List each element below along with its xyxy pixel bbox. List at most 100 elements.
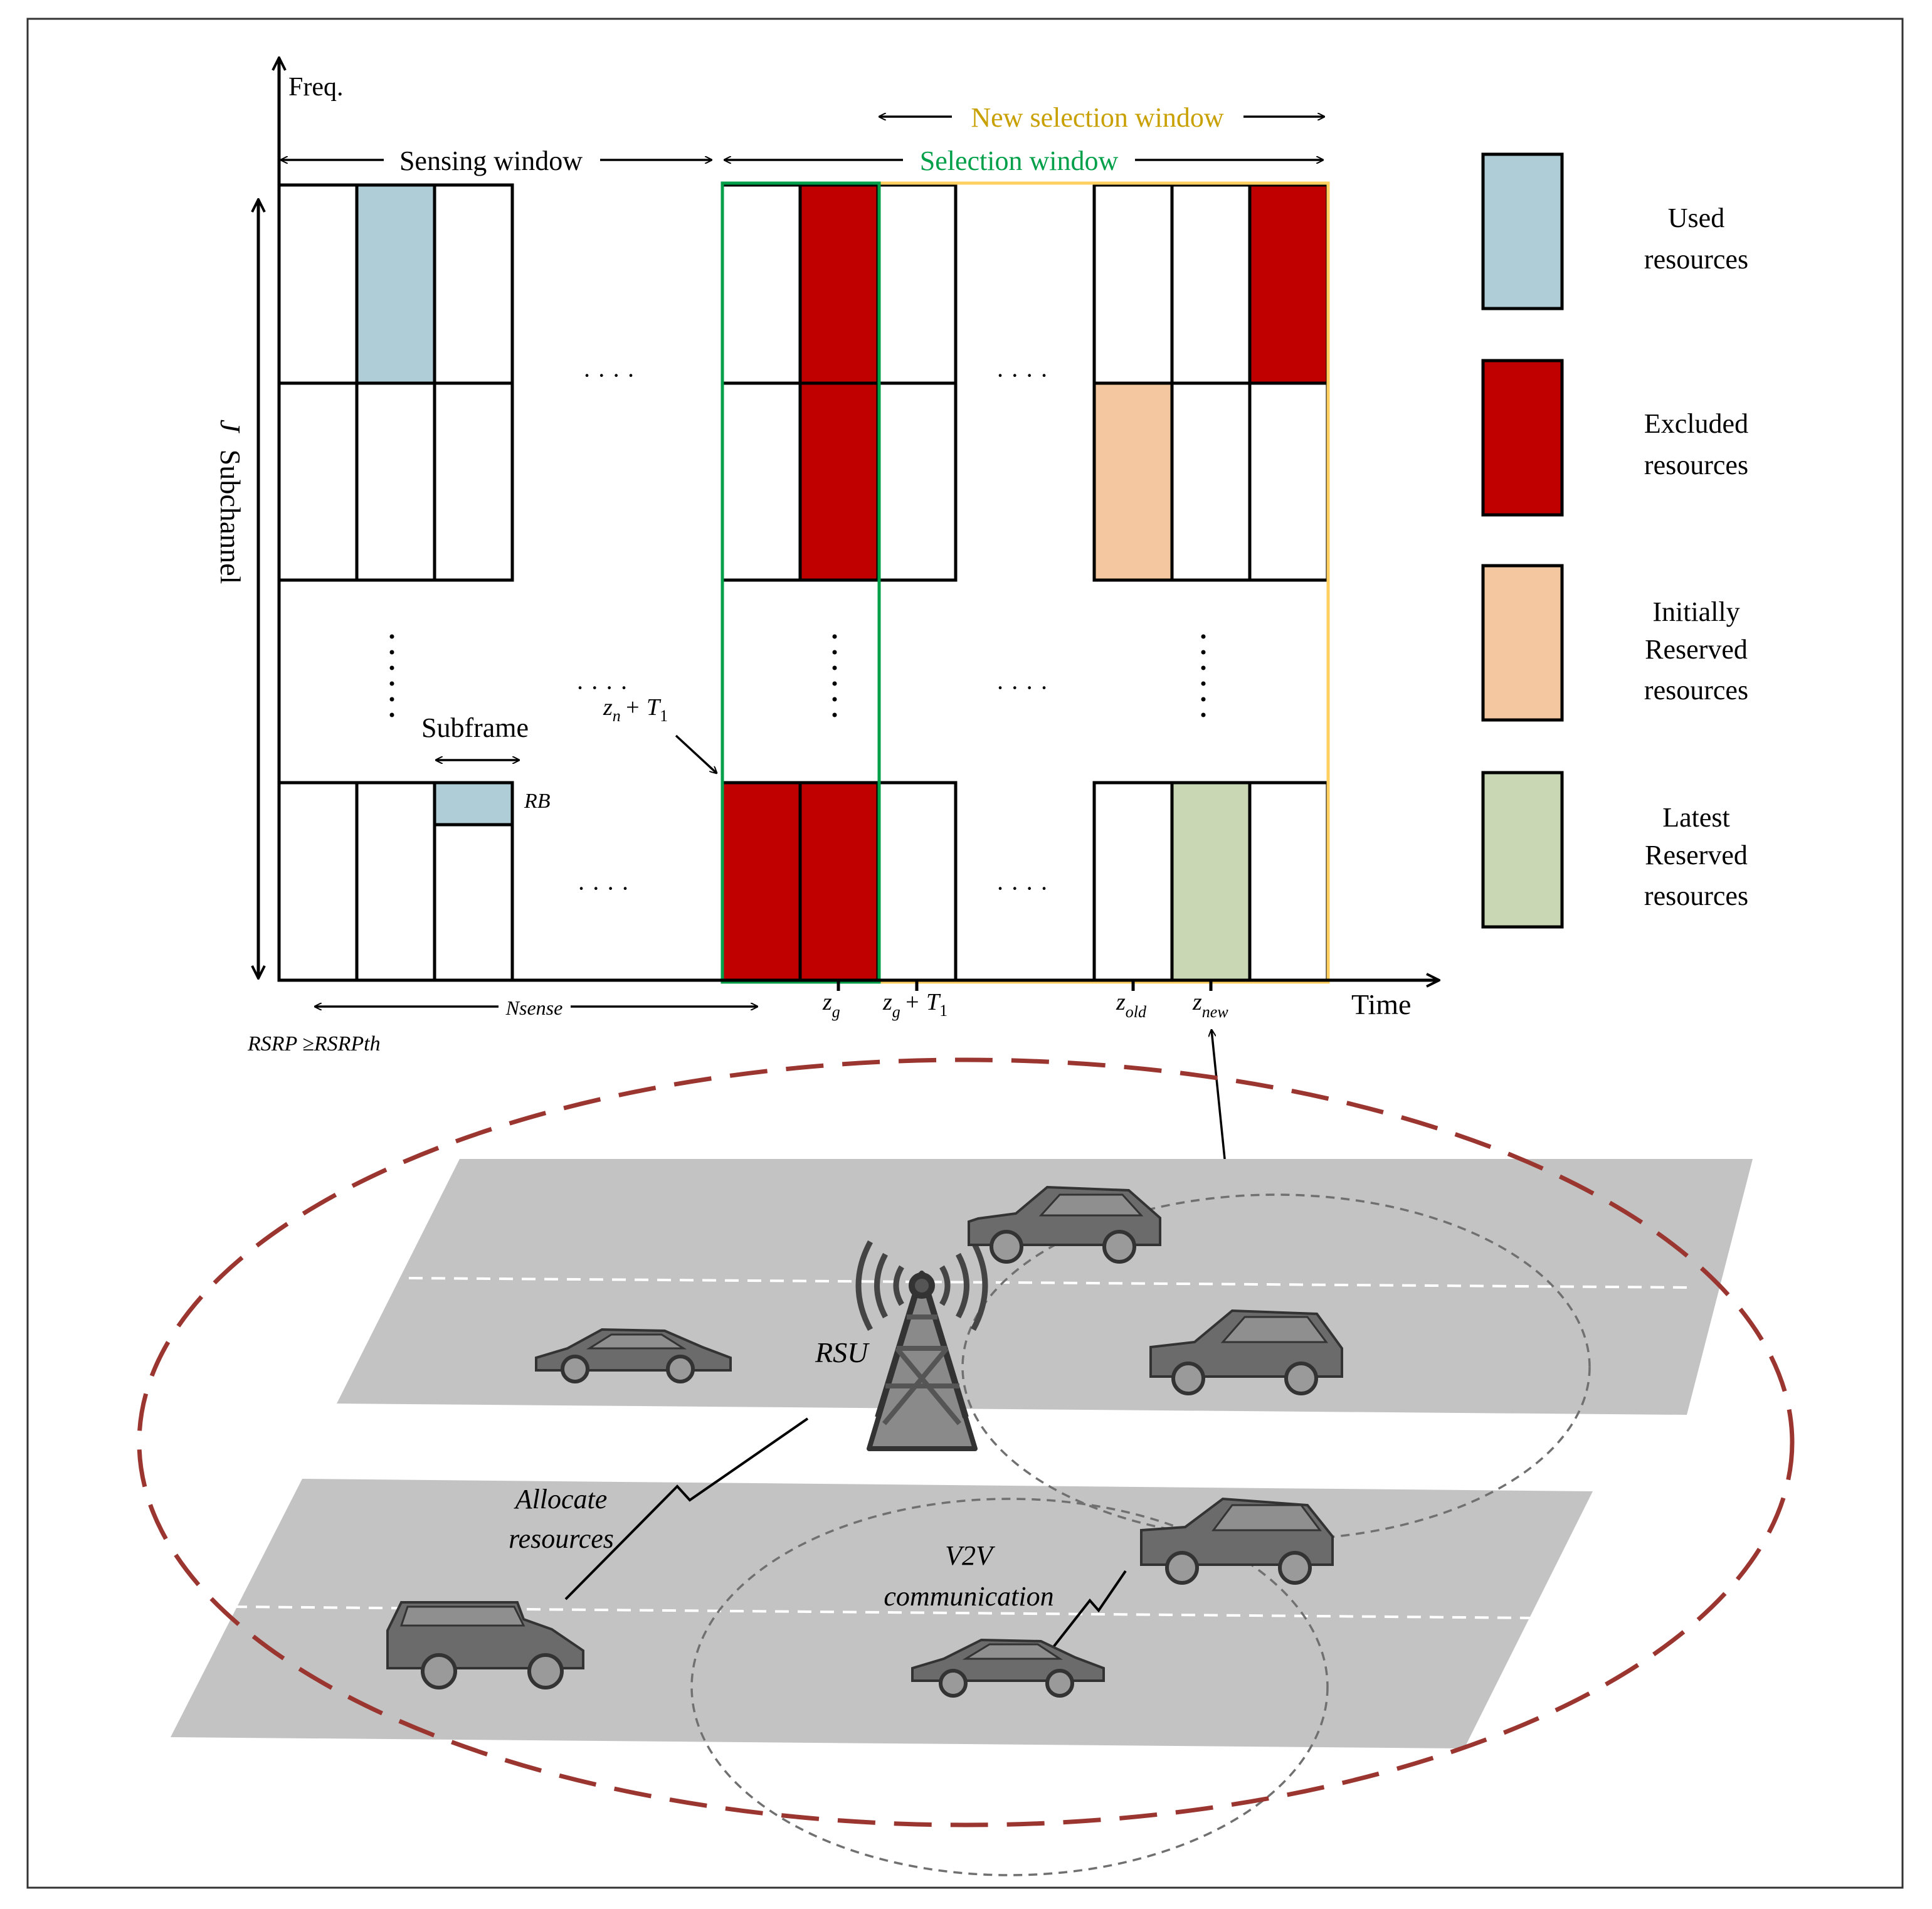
legend-swatch-used xyxy=(1481,152,1564,310)
allocate-label-line1: Allocate xyxy=(514,1484,608,1515)
label-backing xyxy=(384,143,600,177)
selection-window-label: Selection window xyxy=(920,145,1119,176)
legend-initially-line1: Initially xyxy=(1652,596,1739,627)
road-scene: RSU Allocate resources V2V communication xyxy=(137,1057,1795,1876)
zg-symbol-2: z xyxy=(882,989,892,1015)
znew-label: znew xyxy=(1192,989,1228,1021)
van-upper-back xyxy=(968,1185,1161,1264)
zn-subscript: n xyxy=(613,707,621,725)
excluded-resource-cell xyxy=(798,781,880,982)
zg-t-subscript: 1 xyxy=(939,1002,948,1020)
grid-cell xyxy=(433,381,514,582)
resource-grid xyxy=(277,183,1329,982)
grid-cell xyxy=(1170,183,1252,385)
grid-cell xyxy=(433,183,514,385)
subchannel-symbol: J xyxy=(214,420,246,434)
used-resource-cell xyxy=(355,183,436,385)
grid-cell xyxy=(721,183,802,385)
znew-symbol: z xyxy=(1192,989,1202,1015)
zn-pointer-arrow xyxy=(675,734,717,773)
excluded-resource-cell xyxy=(798,381,880,582)
svg-text:J Subchannel: J Subchannel xyxy=(214,420,246,584)
ellipsis-dots: · · · · xyxy=(996,361,1048,389)
rb-used-cell xyxy=(433,781,514,827)
excluded-resource-cell xyxy=(1248,183,1329,385)
grid-cell xyxy=(1170,381,1252,582)
subchannel-label: Subchannel xyxy=(214,450,246,584)
grid-cell xyxy=(277,183,359,385)
zg-symbol: z xyxy=(822,989,832,1015)
grid-cell xyxy=(1092,183,1174,385)
suv-lower-left xyxy=(386,1601,584,1690)
selection-window-box xyxy=(721,181,881,984)
allocate-label-line2: resources xyxy=(509,1523,614,1554)
rsu-label: RSU xyxy=(815,1336,870,1368)
legend-used-line2: resources xyxy=(1644,244,1748,275)
grid-cell xyxy=(721,381,802,582)
grid-cell xyxy=(355,381,436,582)
zg-t1-label: zg+ T1 xyxy=(882,989,948,1021)
sedan-upper-left xyxy=(535,1328,732,1383)
rb-label: RB xyxy=(524,790,551,813)
legend-swatch-initially-reserved xyxy=(1481,564,1564,722)
zold-symbol: z xyxy=(1116,989,1126,1015)
rsrp-condition-label: RSRP ≥RSRPth xyxy=(247,1032,381,1055)
zg-subscript-2: g xyxy=(892,1003,900,1021)
legend: Used resources Excluded resources Initia… xyxy=(1481,152,1748,929)
v2v-label-line2: communication xyxy=(884,1581,1053,1612)
rsu-tower xyxy=(855,1240,988,1451)
grid-cell xyxy=(876,781,958,982)
zn-symbol: z xyxy=(603,694,613,721)
sensing-window-label: Sensing window xyxy=(399,145,583,176)
excluded-resource-cell xyxy=(798,183,880,385)
zg-label: zg xyxy=(822,989,840,1021)
lower-lane-marking xyxy=(233,1605,1537,1619)
legend-latest-line2: Reserved xyxy=(1645,840,1748,870)
legend-swatch-excluded xyxy=(1481,359,1564,517)
grid-cell xyxy=(277,781,359,982)
zold-subscript: old xyxy=(1126,1003,1147,1021)
grid-cell xyxy=(277,381,359,582)
legend-initially-line2: Reserved xyxy=(1645,634,1748,665)
v2v-label-line1: V2V xyxy=(945,1540,996,1571)
nsense-label: Nsense xyxy=(505,997,563,1019)
v2v-range-upper xyxy=(961,1193,1591,1541)
van-lower-right xyxy=(1140,1497,1334,1585)
legend-swatch-latest-reserved xyxy=(1481,771,1564,929)
new-selection-window-label: New selection window xyxy=(971,102,1223,133)
sedan-lower-middle xyxy=(911,1638,1105,1698)
grid-cell xyxy=(1248,381,1329,582)
ellipsis-dots: · · · · xyxy=(583,361,635,389)
grid-cell xyxy=(1092,781,1174,982)
grid-cell xyxy=(433,823,514,982)
legend-latest-line1: Latest xyxy=(1662,802,1730,833)
upper-lane-marking xyxy=(408,1277,1691,1289)
rsu-coverage-ellipse xyxy=(137,1057,1795,1827)
legend-excluded-line2: resources xyxy=(1644,450,1748,480)
zg-plus-t: + T xyxy=(904,989,941,1015)
lower-road xyxy=(171,1479,1593,1748)
ellipsis-dots: · · · · xyxy=(996,674,1048,702)
zn-plus-t: + T xyxy=(625,694,662,721)
vertical-ellipsis xyxy=(389,634,1206,717)
v2v-range-lower xyxy=(690,1498,1329,1876)
label-backing xyxy=(952,100,1243,134)
zn-t-subscript: 1 xyxy=(660,707,668,725)
excluded-resource-cell xyxy=(721,781,802,982)
label-backing xyxy=(499,996,571,1018)
allocate-signal-bolt xyxy=(564,1417,809,1600)
axes xyxy=(258,58,1439,991)
zn-t1-label: zn+ T1 xyxy=(603,694,668,725)
zg-subscript: g xyxy=(832,1003,840,1021)
grid-cell xyxy=(876,381,958,582)
time-axis-label: Time xyxy=(1351,988,1411,1020)
legend-latest-line3: resources xyxy=(1644,880,1748,911)
initially-reserved-cell xyxy=(1092,381,1174,582)
legend-initially-line3: resources xyxy=(1644,675,1748,706)
znew-subscript: new xyxy=(1202,1003,1229,1021)
subchannel-label-group: J Subchannel xyxy=(214,420,246,584)
van-upper-right xyxy=(1149,1309,1343,1395)
label-backing xyxy=(903,143,1135,177)
